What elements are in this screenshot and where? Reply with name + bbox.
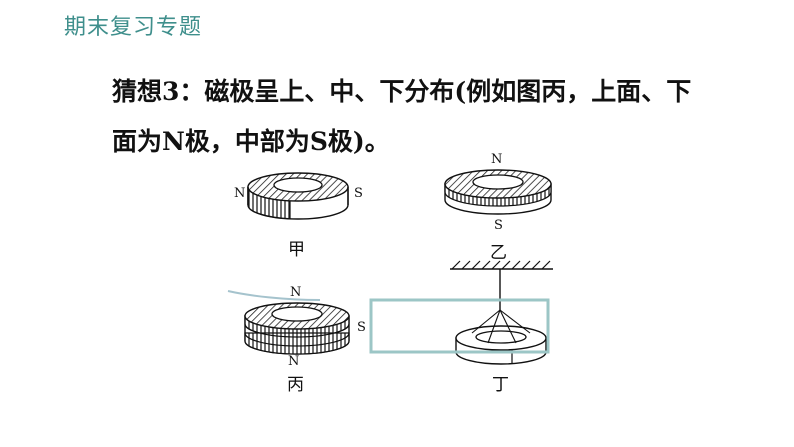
annotation-pen-stroke [227,290,321,301]
figure-jia-caption: 甲 [288,240,305,260]
figure-jia-magnet [247,172,349,220]
figure-ding-apparatus [450,260,553,365]
paragraph-line-2: 面为N极，中部为S极)。 [112,127,390,156]
figure-bing-bottom-pole: N [288,354,299,369]
figure-bing-top-pole: N [290,285,301,300]
figure-jia-left-pole: N [234,186,245,201]
hypothesis-paragraph: 猜想3：磁极呈上、中、下分布(例如图丙，上面、下 面为N极，中部为S极)。 [112,67,732,167]
figure-yi-bottom-pole: S [494,218,503,233]
figure-bing-middle-pole: S [357,320,366,335]
figure-jia-right-pole: S [354,186,363,201]
highlight-box [369,298,550,354]
figure-ding-caption: 丁 [492,375,509,395]
figure-yi-caption: 乙 [490,243,507,263]
paragraph-line-1: 猜想3：磁极呈上、中、下分布(例如图丙，上面、下 [112,77,692,106]
slide-header-title: 期末复习专题 [64,15,203,40]
figure-bing-magnet [244,302,350,355]
figure-yi-magnet [444,169,552,215]
figure-bing-caption: 丙 [287,375,304,395]
figure-yi-top-pole: N [491,152,502,167]
